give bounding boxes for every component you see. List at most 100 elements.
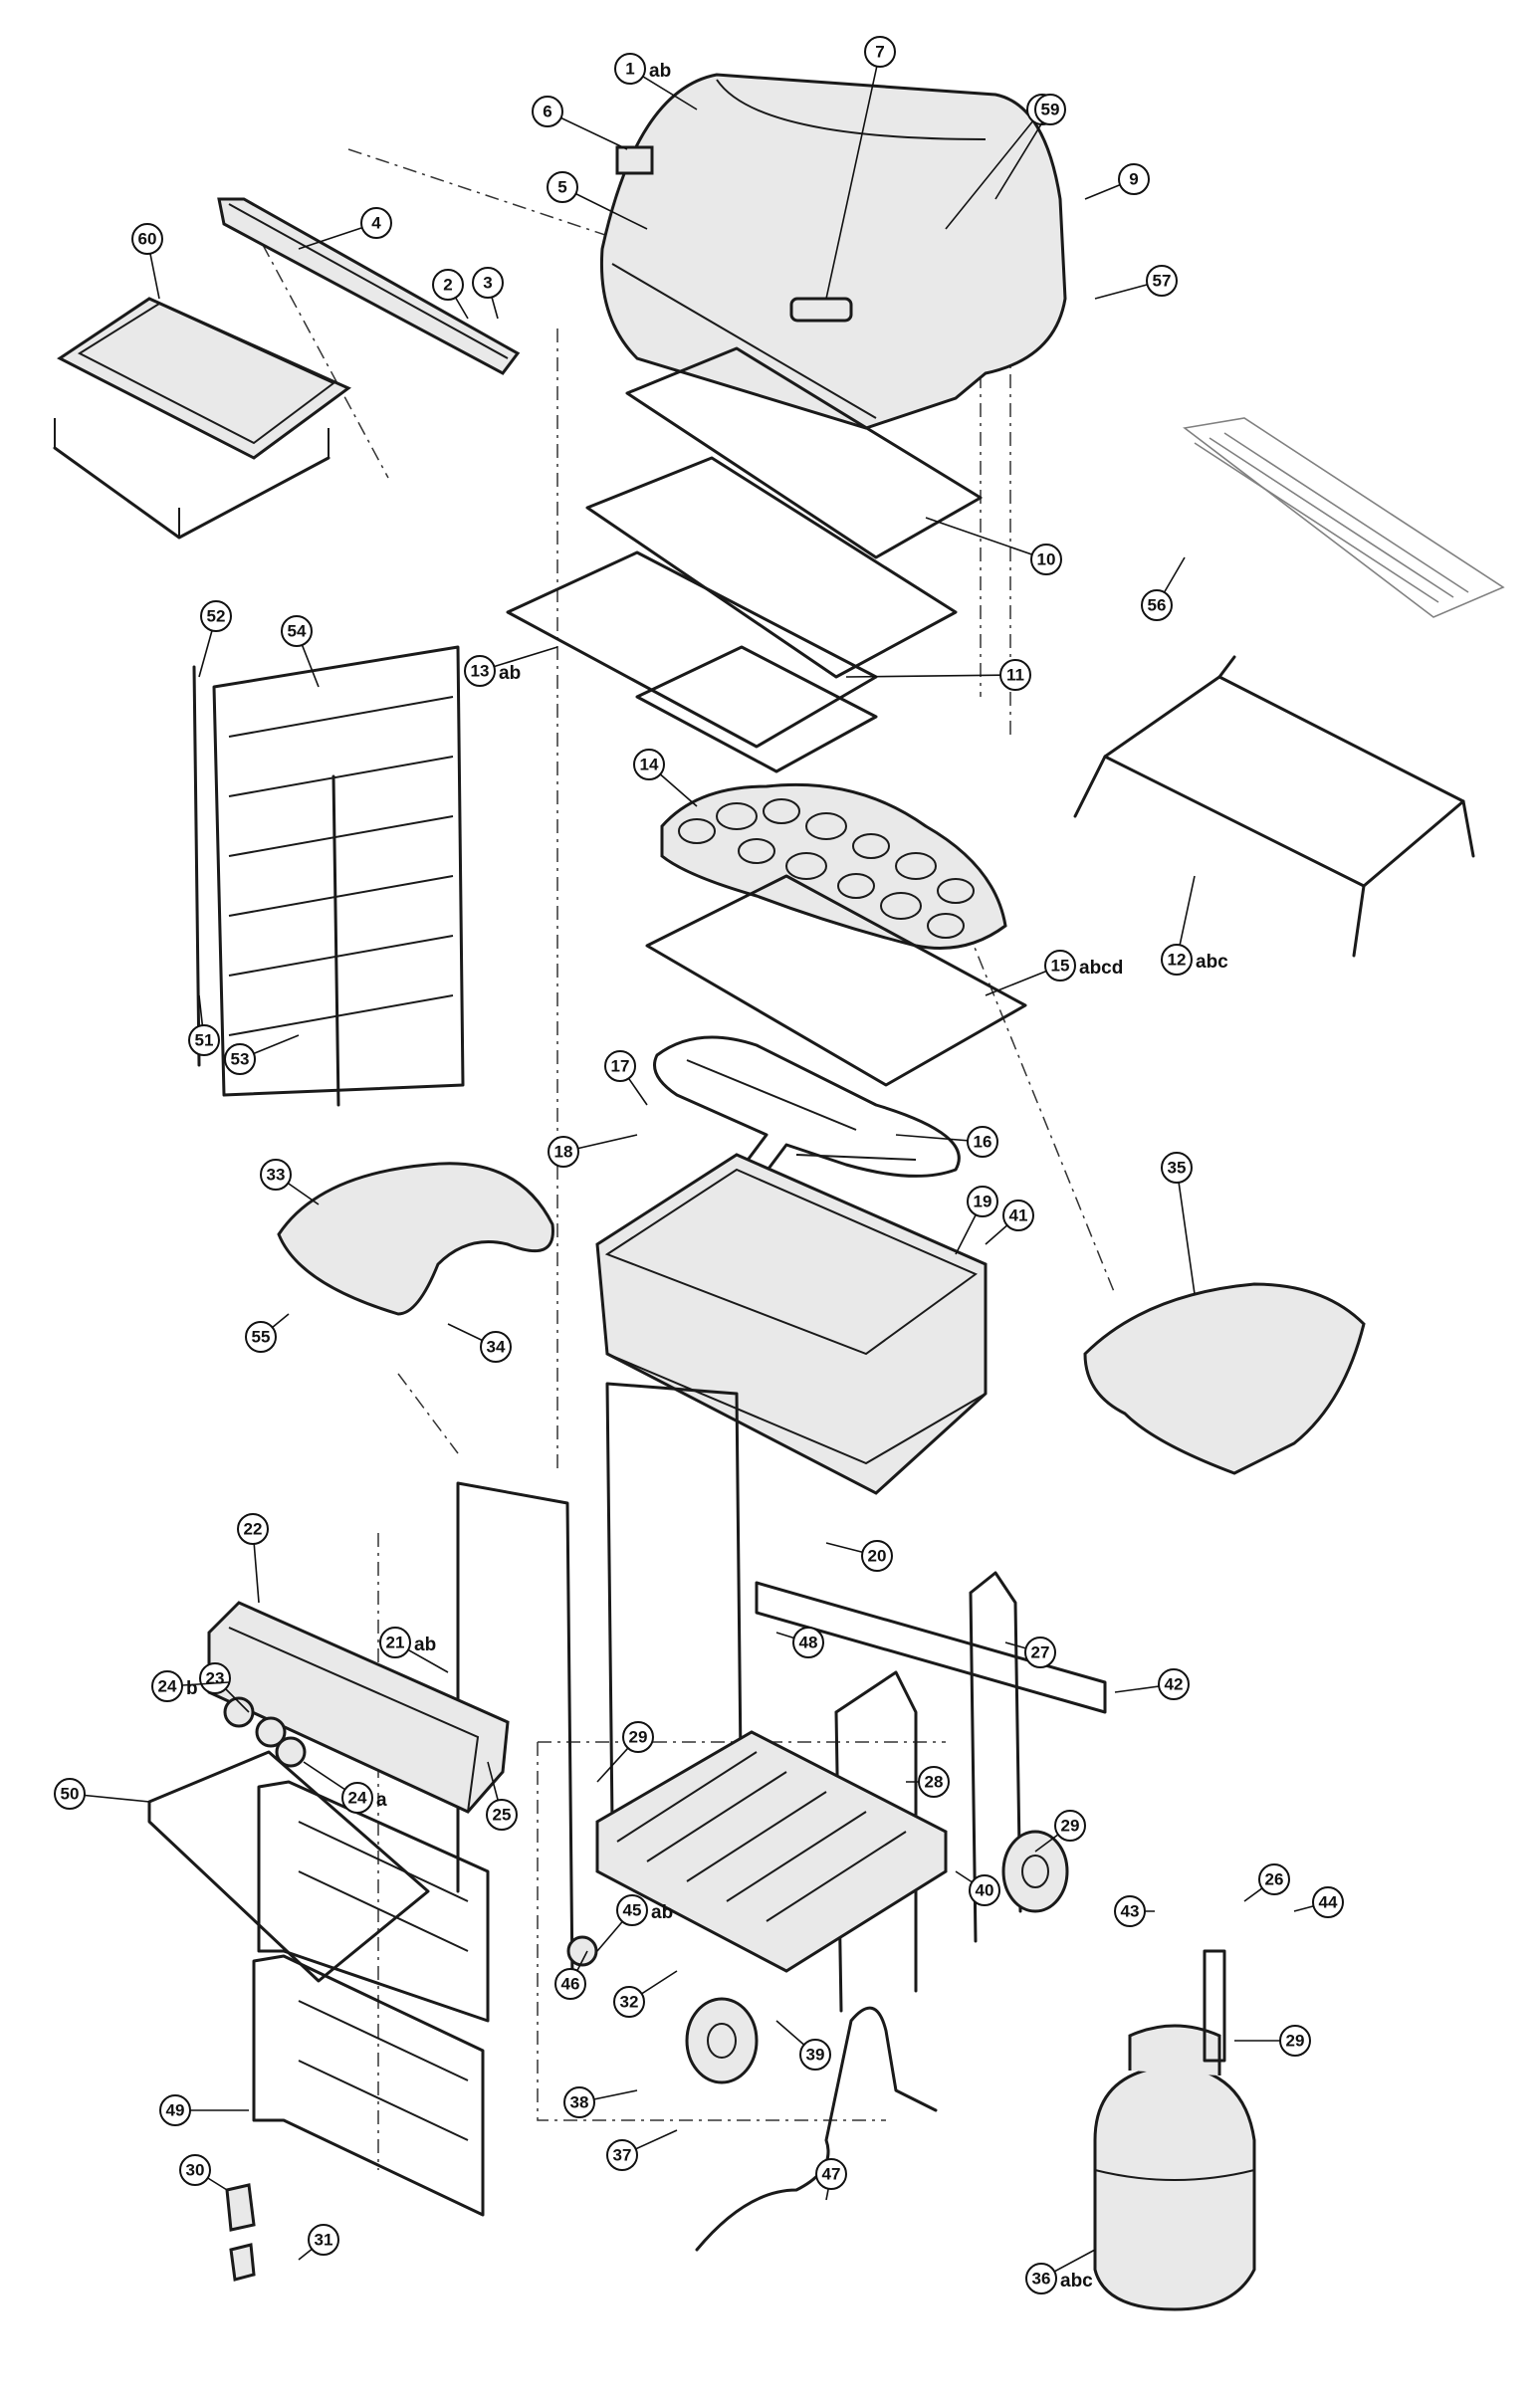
basket-part xyxy=(147,1750,430,1983)
callout-circle xyxy=(179,2154,211,2186)
callout-circle xyxy=(967,1126,998,1158)
callout-circle xyxy=(1114,1895,1146,1927)
callout-51: 51 xyxy=(188,994,220,1056)
callout-number: 44 xyxy=(1319,1893,1338,1912)
callout-number: 17 xyxy=(611,1057,630,1076)
wheel-part xyxy=(566,1830,1069,2084)
callout-39: 39 xyxy=(775,2020,831,2071)
callout-55: 55 xyxy=(245,1313,290,1353)
callout-circle xyxy=(486,1799,518,1831)
secondary-rack-part xyxy=(1073,655,1475,958)
callout-28: 28 xyxy=(906,1766,950,1798)
callout-37: 37 xyxy=(606,2129,678,2171)
tank-bracket-part xyxy=(1203,1949,1226,2063)
callout-35: 35 xyxy=(1161,1152,1196,1295)
callout-circle xyxy=(308,2224,339,2256)
callout-number: 49 xyxy=(166,2101,185,2120)
callout-40: 40 xyxy=(955,1870,1000,1906)
callout-leader-line xyxy=(1176,1167,1196,1295)
callout-number: 54 xyxy=(288,622,307,641)
callout-number: 55 xyxy=(252,1328,271,1347)
callout-number: 53 xyxy=(231,1050,250,1069)
callout-30: 30 xyxy=(179,2154,228,2191)
callout-56: 56 xyxy=(1141,556,1186,621)
callout-circle xyxy=(1158,1668,1190,1700)
callout-circle xyxy=(1118,163,1150,195)
callout-22: 22 xyxy=(237,1513,269,1604)
callout-54: 54 xyxy=(281,615,320,688)
callout-38: 38 xyxy=(563,2086,638,2118)
callout-33: 33 xyxy=(260,1159,320,1205)
callout-circle xyxy=(1044,950,1076,982)
callout-number: 56 xyxy=(1148,596,1167,615)
callout-48: 48 xyxy=(775,1627,824,1658)
left-side-shelf-part xyxy=(277,1162,554,1316)
callout-suffix: ab xyxy=(651,1902,673,1923)
callout-number: 60 xyxy=(138,230,157,249)
callout-4: 4 xyxy=(298,207,392,250)
side-panel-part xyxy=(192,645,465,1107)
callout-number: 3 xyxy=(483,274,492,293)
firebox-part xyxy=(595,1153,988,1495)
callout-14: 14 xyxy=(633,749,698,807)
callout-circle xyxy=(260,1159,292,1191)
callout-46: 46 xyxy=(554,1950,588,2000)
callout-circle xyxy=(1030,544,1062,575)
callout-number: 10 xyxy=(1037,550,1056,569)
callout-circle xyxy=(341,1782,373,1814)
callout-number: 27 xyxy=(1031,1643,1050,1662)
callout-number: 29 xyxy=(629,1728,648,1747)
callout-number: 50 xyxy=(61,1785,80,1804)
callout-number: 34 xyxy=(487,1338,506,1357)
callout-number: 16 xyxy=(974,1133,992,1152)
control-panel-part xyxy=(207,1601,510,1814)
callout-suffix: abcd xyxy=(1079,958,1123,979)
callout-circle xyxy=(200,600,232,632)
side-shelf-part xyxy=(53,297,351,540)
callout-6: 6 xyxy=(532,96,628,150)
cart-frame-part xyxy=(456,1382,1107,2013)
callout-59: 59 xyxy=(994,94,1066,200)
callout-circle xyxy=(1312,1886,1344,1918)
callout-number: 47 xyxy=(822,2165,841,2184)
callout-circle xyxy=(532,96,563,127)
callout-44: 44 xyxy=(1293,1886,1344,1918)
callout-number: 31 xyxy=(315,2231,333,2250)
callout-number: 2 xyxy=(443,276,452,295)
callout-number: 20 xyxy=(868,1547,887,1566)
callout-circle xyxy=(360,207,392,239)
callout-number: 22 xyxy=(244,1520,263,1539)
small-caps-part xyxy=(225,2183,256,2282)
callout-circle xyxy=(606,2139,638,2171)
callout-number: 13 xyxy=(471,662,490,681)
callout-suffix: ab xyxy=(414,1635,436,1655)
callout-circle xyxy=(967,1186,998,1217)
callout-circle xyxy=(861,1540,893,1572)
callout-17: 17 xyxy=(604,1050,648,1106)
callout-27: 27 xyxy=(1004,1637,1056,1668)
callout-number: 59 xyxy=(1041,101,1060,119)
callout-number: 5 xyxy=(557,178,566,197)
callout-circle xyxy=(918,1766,950,1798)
callout-number: 51 xyxy=(195,1031,214,1050)
callout-number: 25 xyxy=(493,1806,512,1825)
callout-suffix: ab xyxy=(649,61,671,82)
callout-25: 25 xyxy=(486,1761,518,1831)
callout-circle xyxy=(1002,1200,1034,1231)
callout-number: 15 xyxy=(1051,957,1070,976)
callout-19: 19 xyxy=(955,1186,998,1255)
callout-circle xyxy=(159,2094,191,2126)
callout-11: 11 xyxy=(845,659,1031,691)
callout-15abcd: 15 abcd xyxy=(985,950,1123,996)
callout-number: 36 xyxy=(1032,2270,1051,2289)
callout-number: 57 xyxy=(1153,272,1172,291)
callout-suffix: b xyxy=(186,1678,198,1699)
callout-suffix: abc xyxy=(1060,2271,1093,2292)
callout-circle xyxy=(563,2086,595,2118)
callout-circle xyxy=(815,2158,847,2190)
callout-circle xyxy=(1024,1637,1056,1668)
callout-43: 43 xyxy=(1114,1895,1155,1927)
callout-10: 10 xyxy=(925,517,1062,575)
